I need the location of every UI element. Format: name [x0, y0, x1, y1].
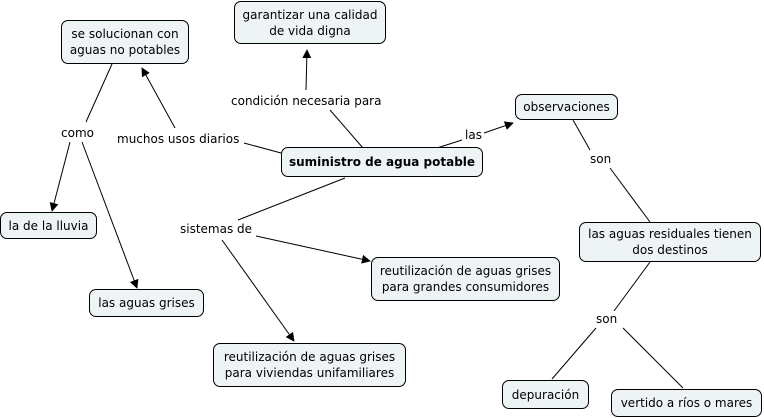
node-central-concept-text: suministro de agua potable — [288, 155, 476, 169]
node-viviendas-unifamiliares[interactable]: reutilización de aguas grises para vivie… — [213, 343, 406, 387]
node-aguas-grises-text: las aguas grises — [98, 296, 195, 310]
link-son-2-to-vertido — [622, 327, 684, 389]
node-soluciones[interactable]: se solucionan con aguas no potables — [61, 20, 189, 64]
link-residuales-to-son-2 — [613, 261, 651, 312]
link-condicion-to-calidad — [302, 49, 312, 91]
link-central-to-sistemas — [237, 177, 346, 221]
link-label-como: como — [59, 125, 96, 141]
link-son-2-to-depuracion — [551, 327, 597, 380]
link-label-usos: muchos usos diarios — [115, 131, 242, 147]
node-viviendas-unifamiliares-text: reutilización de aguas grises para vivie… — [223, 350, 396, 380]
node-vertido[interactable]: vertido a ríos o mares — [611, 389, 762, 417]
link-usos-to-soluciones — [141, 67, 176, 129]
node-grandes-consumidores-text: reutilización de aguas grises para grand… — [379, 264, 552, 294]
link-label-son-2: son — [594, 311, 620, 327]
node-vertido-text: vertido a ríos o mares — [620, 396, 753, 410]
node-aguas-grises[interactable]: las aguas grises — [89, 289, 204, 317]
node-observaciones[interactable]: observaciones — [515, 94, 618, 120]
node-depuracion[interactable]: depuración — [502, 380, 589, 409]
link-label-condicion: condición necesaria para — [229, 93, 384, 109]
node-central-concept[interactable]: suministro de agua potable — [281, 147, 483, 177]
node-observaciones-text: observaciones — [523, 100, 610, 114]
link-central-to-condicion — [329, 109, 364, 149]
link-sistemas-to-grandes — [255, 235, 371, 264]
node-grandes-consumidores[interactable]: reutilización de aguas grises para grand… — [371, 257, 560, 301]
node-calidad-text: garantizar una calidad de vida digna — [242, 7, 378, 38]
link-observaciones-to-son-1 — [572, 119, 591, 151]
node-calidad[interactable]: garantizar una calidad de vida digna — [234, 1, 386, 44]
link-soluciones-to-como — [85, 63, 113, 123]
node-lluvia[interactable]: la de la lluvia — [0, 212, 97, 239]
link-sistemas-to-viviendas — [221, 239, 295, 342]
node-soluciones-text: se solucionan con aguas no potables — [69, 27, 181, 57]
link-las-to-observaciones — [483, 121, 514, 134]
link-central-to-las — [436, 139, 463, 149]
link-como-to-lluvia — [49, 141, 71, 212]
link-label-las: las — [463, 127, 484, 143]
node-lluvia-text: la de la lluvia — [8, 218, 89, 233]
link-central-to-usos — [243, 142, 282, 154]
node-residuales[interactable]: las aguas residuales tienen dos destinos — [579, 222, 761, 262]
link-label-son-1: son — [588, 151, 614, 167]
link-label-sistemas: sistemas de — [178, 221, 255, 237]
node-depuracion-text: depuración — [511, 387, 580, 402]
link-son-1-to-residuales — [609, 167, 651, 223]
node-residuales-text: las aguas residuales tienen dos destinos — [588, 227, 752, 257]
link-como-to-grises — [81, 141, 139, 289]
